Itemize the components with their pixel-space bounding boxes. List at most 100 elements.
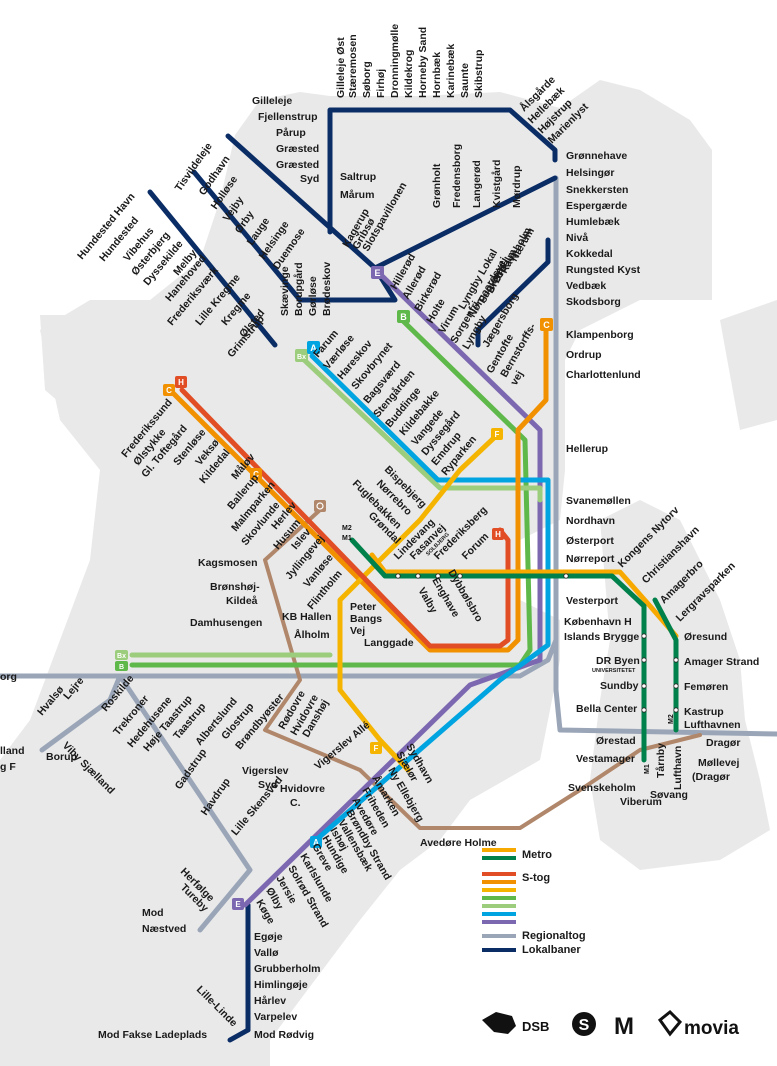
- station-label[interactable]: Langgade: [364, 637, 414, 649]
- badge-e-south[interactable]: E: [232, 898, 244, 910]
- station-label[interactable]: Grønholt: [431, 163, 443, 208]
- station-dot[interactable]: [641, 633, 647, 639]
- station-label[interactable]: Nordhavn: [566, 515, 615, 527]
- station-label[interactable]: Islands Brygge: [564, 631, 639, 643]
- badge-c[interactable]: C: [540, 318, 553, 331]
- station-dot[interactable]: [673, 683, 679, 689]
- station-label[interactable]: Femøren: [684, 681, 728, 693]
- station-label[interactable]: Nørreport: [566, 553, 615, 565]
- station-label[interactable]: Ørestad: [596, 735, 636, 747]
- station-label[interactable]: Vigerslev: [242, 765, 289, 777]
- station-label[interactable]: Snekkersten: [566, 184, 628, 196]
- station-label[interactable]: Varpelev: [254, 1011, 297, 1023]
- station-label[interactable]: Kastrup: [684, 706, 724, 718]
- station-label[interactable]: Helsingør: [566, 167, 614, 179]
- station-label[interactable]: Egøje: [254, 931, 283, 943]
- station-label[interactable]: Damhusengen: [190, 617, 262, 629]
- station-label[interactable]: KB Hallen: [282, 611, 332, 623]
- station-dot[interactable]: [673, 707, 679, 713]
- badge-bx[interactable]: Bx: [295, 349, 308, 362]
- station-dot[interactable]: [435, 573, 441, 579]
- badge-m1[interactable]: M1: [342, 535, 352, 542]
- station-label[interactable]: g F: [0, 761, 16, 773]
- station-label[interactable]: Hårlev: [254, 995, 286, 1007]
- station-label[interactable]: Svenskeholm: [568, 782, 636, 794]
- station-label[interactable]: Skodsborg: [566, 296, 621, 308]
- badge-a-south[interactable]: A: [310, 836, 322, 848]
- station-label[interactable]: Lufthavnen: [684, 719, 741, 731]
- station-label[interactable]: Saunte: [459, 63, 471, 98]
- station-label[interactable]: Pårup: [276, 127, 306, 139]
- station-dot[interactable]: [563, 573, 569, 579]
- station-label[interactable]: Fredensborg: [451, 144, 463, 208]
- station-label[interactable]: København H: [564, 616, 632, 628]
- station-label[interactable]: Syd: [300, 173, 319, 185]
- station-label[interactable]: Firhøj: [375, 69, 387, 98]
- station-label[interactable]: Kildeå: [226, 595, 258, 607]
- station-label[interactable]: Hornbæk: [431, 52, 443, 98]
- station-label[interactable]: Gilleleje: [252, 95, 292, 107]
- station-label[interactable]: Nivå: [566, 232, 588, 244]
- station-label[interactable]: Saltrup: [340, 171, 376, 183]
- badge-e[interactable]: E: [371, 266, 384, 279]
- station-label[interactable]: Søborg: [361, 61, 373, 98]
- badge-b[interactable]: B: [397, 310, 410, 323]
- station-label[interactable]: Kvistgård: [491, 160, 503, 208]
- station-label[interactable]: Grønnehave: [566, 150, 627, 162]
- badge-a[interactable]: A: [307, 341, 320, 354]
- station-label[interactable]: Tårnby: [655, 743, 667, 778]
- station-label[interactable]: Langerød: [471, 160, 483, 208]
- station-dot[interactable]: [641, 707, 647, 713]
- station-label[interactable]: Charlottenlund: [566, 369, 641, 381]
- badge-c-ballerup[interactable]: C: [250, 468, 262, 480]
- station-label[interactable]: Karinebæk: [445, 44, 457, 98]
- station-label[interactable]: Syd: [258, 779, 277, 791]
- station-label[interactable]: Mørdrup: [511, 165, 523, 208]
- station-label[interactable]: DR Byen: [596, 655, 640, 667]
- station-label[interactable]: Fjellenstrup: [258, 111, 318, 123]
- badge-m2-south[interactable]: M2: [668, 714, 675, 724]
- badge-m2-m1[interactable]: M2: [342, 525, 352, 532]
- station-label[interactable]: Mårum: [340, 189, 374, 201]
- station-label[interactable]: Græsted: [276, 143, 319, 155]
- station-label[interactable]: Kagsmosen: [198, 557, 258, 569]
- badge-bx-west[interactable]: Bx: [115, 650, 128, 660]
- station-label[interactable]: Himlingøje: [254, 979, 308, 991]
- station-dot[interactable]: [415, 573, 421, 579]
- station-label[interactable]: Bangs: [350, 613, 382, 625]
- station-label[interactable]: Horneby Sand: [417, 27, 429, 98]
- station-label[interactable]: Hellerup: [566, 443, 608, 455]
- station-label[interactable]: Mod Fakse Ladeplads: [98, 1029, 207, 1041]
- station-label[interactable]: Skævinge: [279, 266, 291, 316]
- station-label[interactable]: Kildekrog: [403, 50, 415, 98]
- badge-m1-south[interactable]: M1: [644, 764, 651, 774]
- station-label[interactable]: Gørløse: [307, 276, 319, 316]
- station-label[interactable]: Vej: [350, 625, 365, 637]
- station-label[interactable]: Møllevej: [698, 757, 740, 769]
- station-label[interactable]: lland: [0, 745, 25, 757]
- station-label[interactable]: Amager Strand: [684, 656, 759, 668]
- station-label[interactable]: Brønshøj-: [210, 581, 260, 593]
- badge-h[interactable]: H: [492, 528, 504, 540]
- station-label[interactable]: Bella Center: [576, 703, 637, 715]
- station-label[interactable]: Espergærde: [566, 200, 627, 212]
- station-label[interactable]: Søvang: [650, 789, 688, 801]
- station-dot[interactable]: [395, 573, 401, 579]
- station-label[interactable]: Peter: [350, 601, 376, 613]
- station-label[interactable]: Hvidovre: [280, 783, 325, 795]
- station-label[interactable]: (Dragør: [692, 771, 730, 783]
- station-label[interactable]: C.: [290, 797, 301, 809]
- station-label[interactable]: Lufthavn: [672, 746, 684, 790]
- station-label[interactable]: Borupgård: [293, 262, 305, 316]
- station-dot[interactable]: [457, 573, 463, 579]
- station-label[interactable]: Østerport: [566, 535, 614, 547]
- station-dot[interactable]: [673, 657, 679, 663]
- station-label[interactable]: Kokkedal: [566, 248, 613, 260]
- station-label[interactable]: Ålholm: [294, 628, 330, 641]
- station-label[interactable]: Grubberholm: [254, 963, 321, 975]
- station-label[interactable]: Gilleleje Øst: [335, 37, 347, 98]
- station-label[interactable]: Avedøre Holme: [420, 837, 497, 849]
- station-dot[interactable]: [641, 657, 647, 663]
- station-label[interactable]: Klampenborg: [566, 329, 634, 341]
- station-label[interactable]: Dronningmølle: [389, 24, 401, 98]
